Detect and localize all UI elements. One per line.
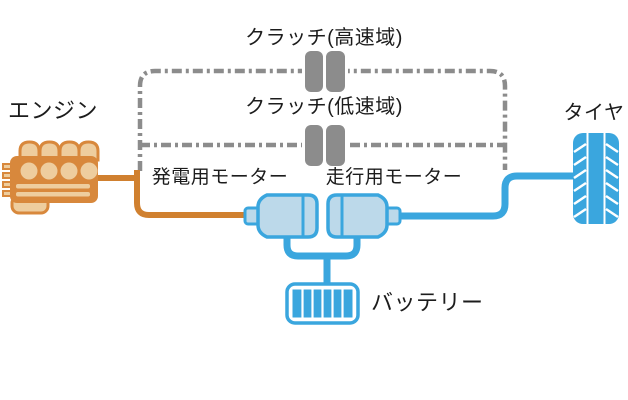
engine-label: エンジン bbox=[8, 98, 99, 123]
engine-connection-line bbox=[95, 170, 248, 218]
tire-label: タイヤ bbox=[563, 102, 625, 124]
generator-motor-icon bbox=[243, 193, 319, 239]
clutch-low-icon bbox=[302, 123, 348, 168]
tire-icon bbox=[573, 133, 619, 224]
drive-motor-icon bbox=[326, 193, 402, 239]
battery-connector-lines bbox=[283, 236, 361, 286]
battery-label: バッテリー bbox=[371, 290, 484, 315]
clutch-low-label: クラッチ(低速域) bbox=[245, 96, 403, 118]
generator-motor-label: 発電用モーター bbox=[151, 167, 289, 188]
engine-icon bbox=[2, 140, 100, 215]
clutch-high-label: クラッチ(高速域) bbox=[245, 27, 403, 49]
clutch-high-icon bbox=[302, 49, 348, 94]
drive-motor-to-tire-line bbox=[396, 172, 576, 220]
battery-icon bbox=[285, 282, 360, 325]
drive-motor-label: 走行用モーター bbox=[325, 167, 463, 188]
